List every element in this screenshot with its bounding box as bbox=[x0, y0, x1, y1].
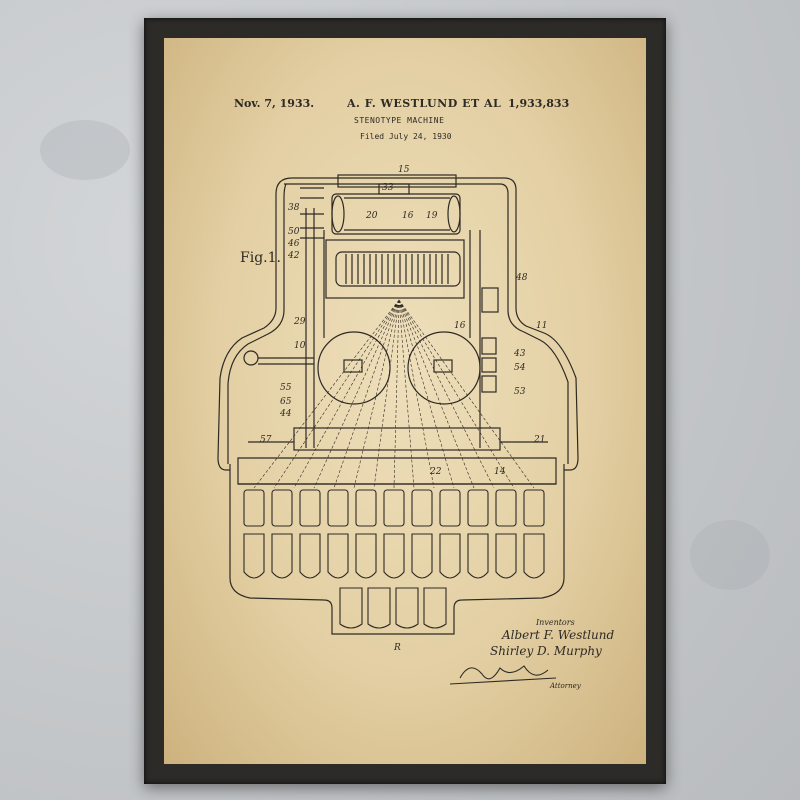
upper-key bbox=[495, 489, 517, 527]
ref-number: R bbox=[393, 643, 401, 653]
upper-key bbox=[383, 489, 405, 527]
thumb-key bbox=[367, 587, 391, 629]
ref-number: 65 bbox=[280, 397, 292, 407]
lower-key bbox=[467, 533, 489, 579]
lower-key bbox=[495, 533, 517, 579]
lower-key bbox=[299, 533, 321, 579]
filed-date: Filed July 24, 1930 bbox=[360, 132, 452, 141]
upper-key bbox=[523, 489, 545, 527]
upper-key bbox=[411, 489, 433, 527]
lower-key bbox=[439, 533, 461, 579]
ref-number: 16 bbox=[454, 321, 466, 331]
ref-number: 57 bbox=[260, 435, 272, 445]
thumb-key bbox=[395, 587, 419, 629]
lower-key bbox=[411, 533, 433, 579]
inventor-signature-2: Shirley D. Murphy bbox=[490, 644, 602, 658]
upper-key bbox=[299, 489, 321, 527]
ref-number: 22 bbox=[429, 467, 442, 477]
inventor-signature-1: Albert F. Westlund bbox=[502, 628, 615, 642]
lower-key bbox=[383, 533, 405, 579]
patent-print: Nov. 7, 1933. A. F. WESTLUND ET AL 1,933… bbox=[164, 38, 646, 764]
ref-number: 44 bbox=[279, 409, 292, 419]
lower-key bbox=[271, 533, 293, 579]
lower-key bbox=[243, 533, 265, 579]
ref-number: 21 bbox=[533, 435, 545, 445]
wall-texture bbox=[40, 120, 130, 180]
attorney-caption: Attorney bbox=[550, 682, 581, 690]
figure-label: Fig.1. bbox=[240, 250, 281, 266]
lower-key bbox=[355, 533, 377, 579]
thumb-key bbox=[339, 587, 363, 629]
ref-number: 43 bbox=[513, 349, 526, 359]
upper-key bbox=[467, 489, 489, 527]
upper-key bbox=[327, 489, 349, 527]
inventor-header: A. F. WESTLUND ET AL bbox=[347, 97, 502, 110]
wall-texture bbox=[690, 520, 770, 590]
patent-date: Nov. 7, 1933. bbox=[234, 97, 315, 110]
ref-number: 38 bbox=[288, 203, 300, 213]
upper-key bbox=[439, 489, 461, 527]
thumb-key bbox=[423, 587, 447, 629]
patent-number: 1,933,833 bbox=[508, 97, 570, 110]
ref-number: 46 bbox=[287, 239, 300, 249]
lower-key bbox=[523, 533, 545, 579]
upper-key bbox=[271, 489, 293, 527]
lower-key bbox=[327, 533, 349, 579]
ref-number: 10 bbox=[294, 341, 306, 351]
ref-number: 54 bbox=[514, 363, 526, 373]
ref-number: 20 bbox=[365, 211, 378, 221]
ref-number: 50 bbox=[288, 227, 300, 237]
inventors-caption: Inventors bbox=[536, 618, 575, 627]
ref-number: 48 bbox=[515, 273, 528, 283]
stenotype-drawing: 33 20 16 19 38 50 46 42 48 29 11 10 16 43 54 55 65 44 53 57… bbox=[217, 165, 579, 685]
ref-number: 16 bbox=[402, 211, 414, 221]
ref-number: 14 bbox=[494, 467, 506, 477]
upper-key bbox=[355, 489, 377, 527]
ref-number: 42 bbox=[287, 251, 300, 261]
ref-number: 15 bbox=[398, 165, 410, 175]
ref-number: 11 bbox=[536, 321, 547, 331]
ref-number: 19 bbox=[426, 211, 438, 221]
ref-number: 55 bbox=[280, 383, 292, 393]
ref-number: 33 bbox=[382, 183, 394, 193]
upper-key bbox=[243, 489, 265, 527]
patent-title: STENOTYPE MACHINE bbox=[354, 116, 445, 125]
ref-number: 29 bbox=[293, 317, 306, 327]
ref-number: 53 bbox=[514, 387, 526, 397]
